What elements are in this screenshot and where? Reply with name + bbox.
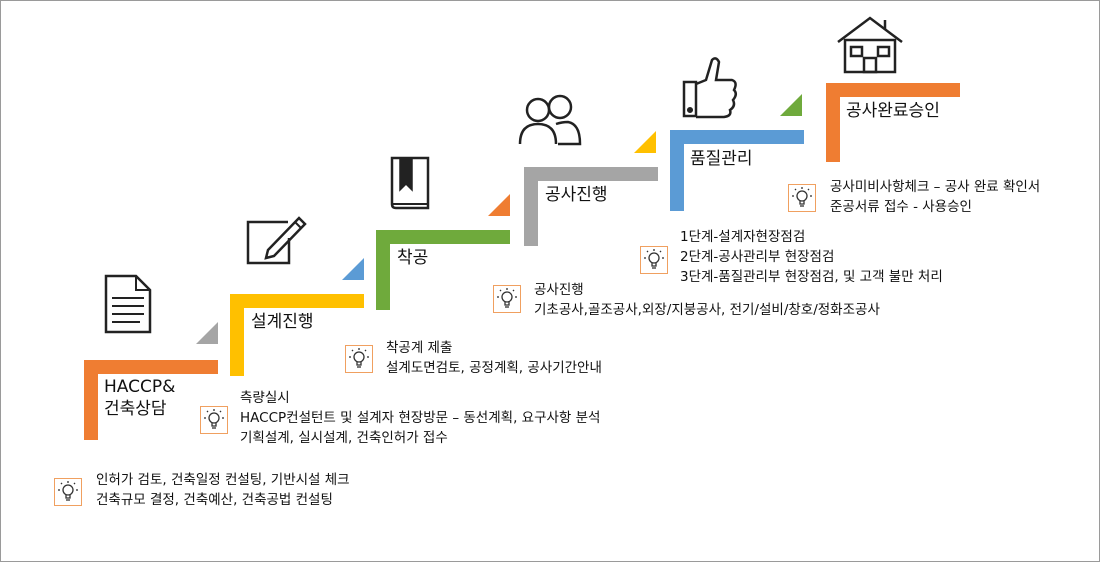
document-icon	[104, 274, 152, 334]
step-title-3: 착공	[397, 247, 428, 269]
desc-line: 기획설계, 실시설계, 건축인허가 접수	[240, 430, 448, 446]
desc-line: 2단계-공사관리부 현장점검	[680, 249, 835, 265]
book-icon	[390, 156, 430, 210]
desc-line: 1단계-설계자현장점검	[680, 229, 806, 245]
desc-line: 측량실시	[240, 390, 290, 406]
desc-line: 공사미비사항체크 – 공사 완료 확인서	[830, 179, 1041, 195]
desc-line: 건축규모 결정, 건축예산, 건축공법 컨설팅	[96, 492, 333, 508]
triangle-marker-2	[342, 258, 364, 280]
desc-line: 준공서류 접수 - 사용승인	[830, 199, 972, 215]
desc-line: 설계도면검토, 공정계획, 공사기간안내	[386, 360, 602, 376]
desc-line: 인허가 검토, 건축일정 컨설팅, 기반시설 체크	[96, 472, 350, 488]
desc-line: 기초공사,골조공사,외장/지붕공사, 전기/설비/창호/정화조공사	[534, 302, 880, 318]
step-desc-5: 1단계-설계자현장점검 2단계-공사관리부 현장점검 3단계-품질관리부 현장점…	[680, 227, 943, 287]
step-bar-6	[826, 83, 960, 162]
pencil-square-icon	[246, 216, 307, 265]
step-desc-4: 공사진행 기초공사,골조공사,외장/지붕공사, 전기/설비/창호/정화조공사	[534, 280, 880, 320]
step-bar-2	[230, 294, 364, 376]
step-title-4: 공사진행	[545, 184, 608, 206]
triangle-marker-5	[780, 94, 802, 116]
step-title-1-line-2: 건축상담	[104, 399, 167, 419]
step-title-2: 설계진행	[251, 311, 314, 333]
triangle-marker-1	[196, 322, 218, 344]
step-title-5-line-1: 품질관리	[690, 149, 753, 169]
lightbulb-icon	[345, 345, 373, 373]
step-title-2-line-1: 설계진행	[251, 312, 314, 332]
desc-line: HACCP컨설턴트 및 설계자 현장방문 – 동선계획, 요구사항 분석	[240, 410, 601, 426]
step-title-3-line-1: 착공	[397, 248, 429, 268]
step-bar-3	[376, 230, 510, 310]
step-title-5: 품질관리	[690, 148, 753, 170]
lightbulb-icon	[54, 478, 82, 506]
lightbulb-icon	[788, 184, 816, 212]
lightbulb-icon	[200, 406, 228, 434]
step-title-6: 공사완료승인	[846, 100, 940, 122]
step-bar-4	[524, 167, 658, 246]
desc-line: 착공계 제출	[386, 340, 453, 356]
lightbulb-icon	[640, 246, 668, 274]
step-desc-1: 인허가 검토, 건축일정 컨설팅, 기반시설 체크 건축규모 결정, 건축예산,…	[96, 470, 350, 510]
step-desc-3: 착공계 제출 설계도면검토, 공정계획, 공사기간안내	[386, 338, 602, 378]
step-bar-5	[670, 130, 804, 211]
triangle-marker-3	[488, 194, 510, 216]
thumbs-up-icon	[682, 57, 737, 119]
house-icon	[837, 16, 903, 74]
desc-line: 공사진행	[534, 282, 584, 298]
lightbulb-icon	[493, 285, 521, 313]
step-title-1: HACCP& 건축상담	[104, 376, 175, 420]
step-title-1-line-1: HACCP&	[104, 377, 176, 397]
step-title-6-line-1: 공사완료승인	[846, 101, 940, 121]
desc-line: 3단계-품질관리부 현장점검, 및 고객 불만 처리	[680, 269, 943, 285]
step-bar-1	[84, 360, 218, 440]
step-desc-6: 공사미비사항체크 – 공사 완료 확인서 준공서류 접수 - 사용승인	[830, 177, 1040, 217]
step-desc-2: 측량실시 HACCP컨설턴트 및 설계자 현장방문 – 동선계획, 요구사항 분…	[240, 388, 600, 448]
triangle-marker-4	[634, 131, 656, 153]
people-icon	[518, 94, 582, 146]
step-title-4-line-1: 공사진행	[545, 185, 608, 205]
